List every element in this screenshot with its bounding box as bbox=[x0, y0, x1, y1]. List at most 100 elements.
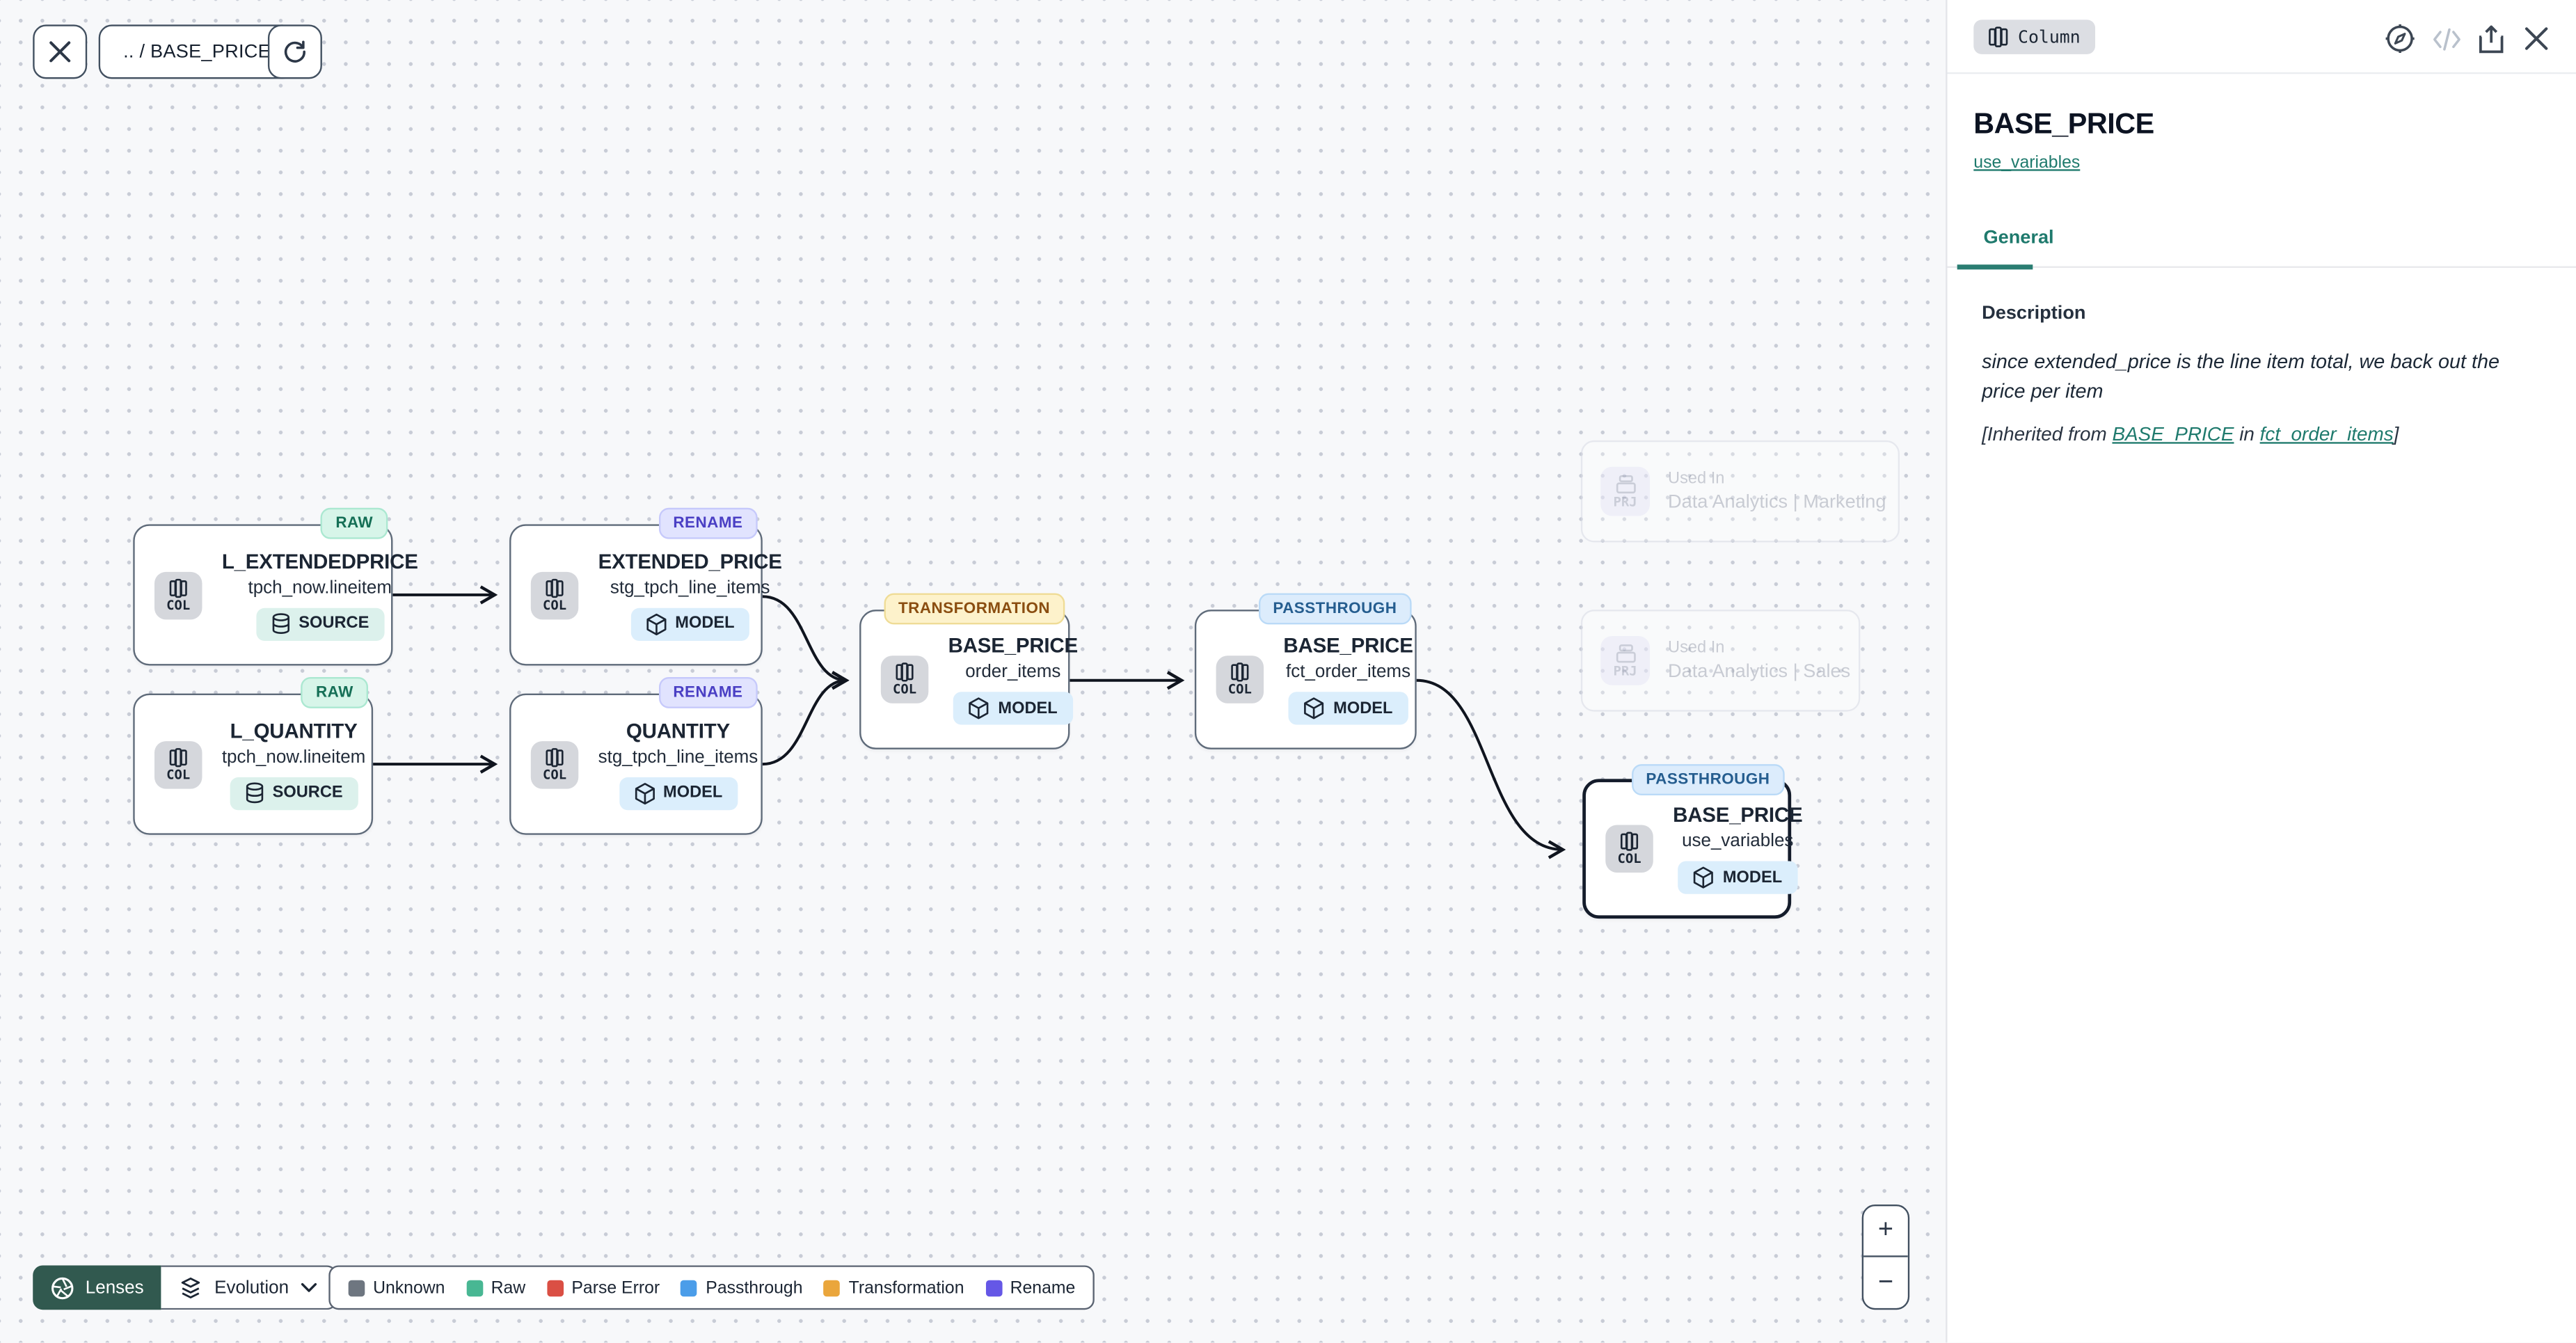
legend-swatch bbox=[546, 1279, 564, 1296]
chip-label: PRJ bbox=[1613, 662, 1637, 678]
evolution-badge: PASSTHROUGH bbox=[1631, 764, 1785, 796]
share-button[interactable] bbox=[2475, 23, 2506, 54]
node-title: L_EXTENDEDPRICE bbox=[221, 549, 418, 573]
columns-icon bbox=[169, 578, 187, 597]
node-subtitle: stg_tpch_line_items bbox=[598, 747, 758, 767]
project-type-chip: PRJ bbox=[1600, 635, 1651, 685]
lens-selected-label: Evolution bbox=[214, 1278, 289, 1298]
kind-badge: MODEL bbox=[619, 776, 738, 810]
legend-swatch bbox=[985, 1279, 1002, 1296]
column-icon bbox=[1989, 26, 2008, 47]
kind-label: SOURCE bbox=[272, 784, 343, 802]
inherited-mid: in bbox=[2234, 422, 2260, 446]
column-type-chip: COL bbox=[1216, 655, 1264, 704]
entity-type-label: Column bbox=[2018, 26, 2081, 47]
chip-label: COL bbox=[542, 766, 567, 781]
close-graph-button[interactable] bbox=[33, 24, 88, 79]
inherited-prefix: [Inherited from bbox=[1982, 422, 2113, 446]
legend-item: Transformation bbox=[824, 1278, 964, 1297]
panel-header: Column bbox=[1947, 0, 2576, 74]
evolution-badge: TRANSFORMATION bbox=[883, 593, 1065, 625]
kind-label: MODEL bbox=[675, 614, 735, 633]
share-icon bbox=[2478, 24, 2503, 53]
chip-label: COL bbox=[166, 766, 191, 781]
panel-content: Description since extended_price is the … bbox=[1948, 268, 2576, 446]
legend-swatch bbox=[824, 1279, 841, 1296]
code-view-button[interactable] bbox=[2431, 23, 2462, 54]
breadcrumb-label: .. / BASE_PRICE bbox=[123, 42, 271, 62]
details-panel: Column bbox=[1946, 0, 2576, 1343]
cube-icon bbox=[1693, 866, 1715, 889]
zoom-in-button[interactable]: + bbox=[1863, 1206, 1908, 1257]
legend-label: Passthrough bbox=[706, 1278, 803, 1298]
node-title: QUANTITY bbox=[626, 719, 730, 742]
evolution-badge: RAW bbox=[321, 507, 388, 539]
lenses-button[interactable]: Lenses bbox=[33, 1265, 162, 1310]
inherited-column-link[interactable]: BASE_PRICE bbox=[2112, 422, 2234, 446]
minus-icon: − bbox=[1877, 1267, 1893, 1296]
kind-badge: MODEL bbox=[1678, 861, 1797, 894]
evolution-badge: RAW bbox=[301, 676, 368, 708]
explore-button[interactable] bbox=[2385, 23, 2416, 54]
column-type-chip: COL bbox=[154, 571, 202, 619]
legend-label: Parse Error bbox=[571, 1278, 660, 1298]
used-in-label: Used In bbox=[1668, 470, 1725, 488]
node-subtitle: tpch_now.lineitem bbox=[221, 747, 366, 767]
model-link[interactable]: use_variables bbox=[1973, 152, 2081, 173]
used-in-name: Data Analytics | Marketing bbox=[1668, 493, 1886, 513]
lens-selector-evolution[interactable]: Evolution bbox=[161, 1265, 337, 1310]
legend-swatch bbox=[681, 1279, 698, 1296]
kind-badge: MODEL bbox=[953, 692, 1072, 725]
used-in-body: Used In Data Analytics | Marketing bbox=[1668, 470, 1886, 512]
legend-item: Rename bbox=[985, 1278, 1075, 1297]
inherited-model-link[interactable]: fct_order_items bbox=[2259, 422, 2394, 446]
kind-label: MODEL bbox=[1722, 868, 1783, 887]
database-icon bbox=[271, 613, 290, 635]
legend-label: Transformation bbox=[848, 1278, 964, 1298]
column-type-chip: COL bbox=[154, 740, 202, 788]
close-panel-button[interactable] bbox=[2521, 23, 2552, 54]
columns-icon bbox=[546, 578, 564, 597]
active-tab-indicator bbox=[1957, 264, 2033, 270]
tab-general[interactable]: General bbox=[1983, 228, 2054, 248]
columns-icon bbox=[169, 747, 187, 767]
legend-item: Raw bbox=[466, 1278, 525, 1297]
refresh-button[interactable] bbox=[267, 24, 322, 79]
zoom-out-button[interactable]: − bbox=[1863, 1257, 1908, 1308]
cube-icon bbox=[969, 697, 990, 720]
cube-icon bbox=[1304, 697, 1326, 720]
node-subtitle: tpch_now.lineitem bbox=[248, 578, 392, 598]
zoom-control: + − bbox=[1861, 1205, 1910, 1310]
kind-label: MODEL bbox=[998, 699, 1058, 717]
node-subtitle: stg_tpch_line_items bbox=[610, 578, 770, 598]
node-title: EXTENDED_PRICE bbox=[598, 549, 782, 573]
node-subtitle: fct_order_items bbox=[1286, 662, 1411, 683]
refresh-icon bbox=[284, 40, 305, 63]
columns-icon bbox=[896, 662, 914, 682]
aperture-icon bbox=[51, 1276, 74, 1299]
node-subtitle: order_items bbox=[965, 662, 1061, 683]
close-icon bbox=[49, 41, 71, 63]
node-title: L_QUANTITY bbox=[230, 719, 358, 742]
description-text: since extended_price is the line item to… bbox=[1982, 350, 2500, 402]
description-heading: Description bbox=[1982, 303, 2086, 324]
breadcrumb[interactable]: .. / BASE_PRICE bbox=[98, 24, 296, 79]
legend-label: Raw bbox=[491, 1278, 526, 1298]
inherited-from-line: [Inherited from BASE_PRICE in fct_order_… bbox=[1982, 423, 2542, 446]
column-type-chip: COL bbox=[530, 740, 579, 788]
